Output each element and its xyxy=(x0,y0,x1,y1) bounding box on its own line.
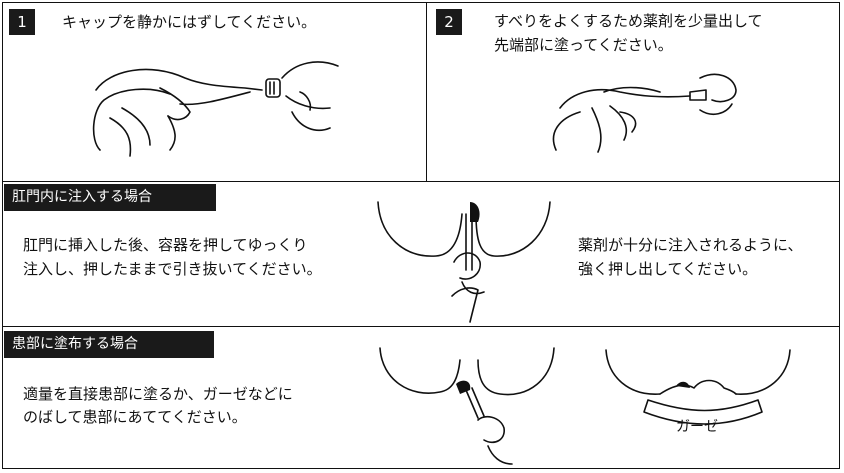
step-2-text-line1: すべりをよくするため薬剤を少量出して xyxy=(494,12,763,30)
section-rectal-left-line2: 注入し、押したままで引き抜いてください。 xyxy=(23,260,322,278)
section-divider-2 xyxy=(2,326,840,327)
step-2-illustration xyxy=(552,73,737,153)
step-1-illustration xyxy=(92,61,339,157)
section-rectal-heading: 肛門内に注入する場合 xyxy=(4,184,216,211)
section-topical-line2: のばして患部にあててください。 xyxy=(23,408,247,426)
step-1-text: キャップを静かにはずしてください。 xyxy=(62,13,317,31)
insertion-illustration xyxy=(377,201,551,323)
section-topical-line1: 適量を直接患部に塗るか、ガーゼなどに xyxy=(23,385,293,403)
section-rectal-left-line1: 肛門に挿入した後、容器を押してゆっくり xyxy=(23,236,308,254)
section-rectal-right-line1: 薬剤が十分に注入されるように、 xyxy=(578,236,803,254)
step-2-number: 2 xyxy=(436,9,462,35)
step-2-text-line2: 先端部に塗ってください。 xyxy=(494,36,673,54)
step-divider xyxy=(426,2,427,182)
section-rectal-right-line2: 強く押し出してください。 xyxy=(578,260,758,278)
section-topical-heading: 患部に塗布する場合 xyxy=(4,331,214,358)
section-divider-1 xyxy=(2,181,840,182)
gauze-label: ガーゼ xyxy=(676,419,718,435)
step-1-number: 1 xyxy=(9,9,35,35)
